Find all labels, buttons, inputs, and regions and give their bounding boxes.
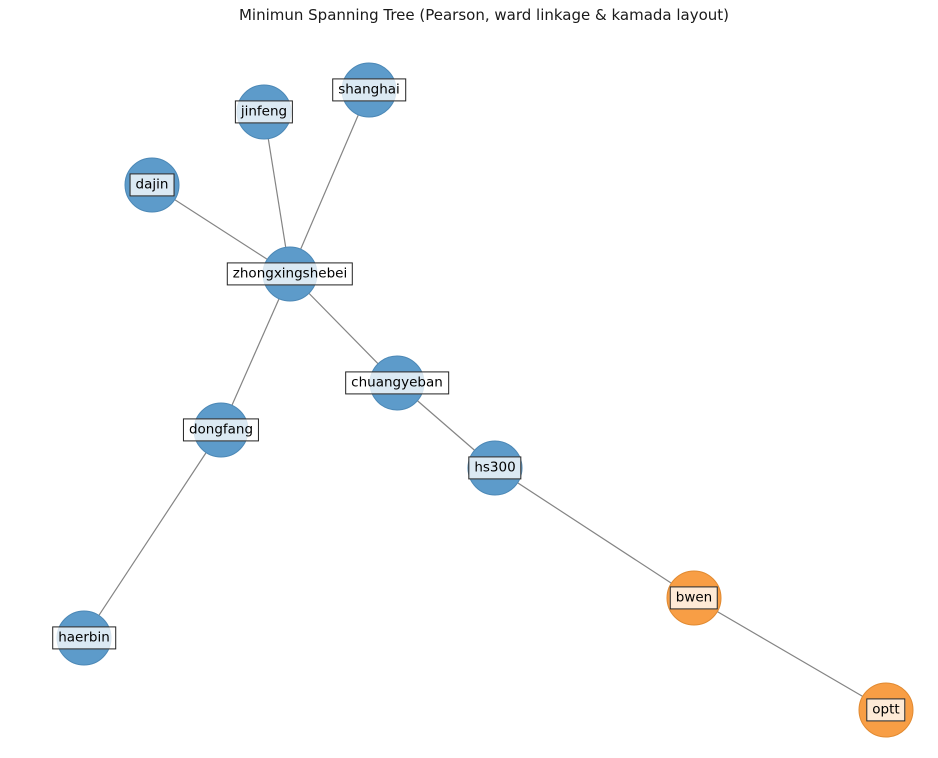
node-jinfeng xyxy=(236,84,292,140)
node-chuangyeban xyxy=(369,355,425,411)
node-bwen xyxy=(666,570,722,626)
node-zhongxingshebei xyxy=(262,246,318,302)
node-shanghai xyxy=(341,62,397,118)
node-dajin xyxy=(124,157,180,213)
edge-dongfang-haerbin xyxy=(83,429,222,639)
edge-hs300-bwen xyxy=(494,467,695,599)
node-optt xyxy=(858,682,914,738)
edge-zhongxingshebei-shanghai xyxy=(289,89,370,275)
node-hs300 xyxy=(467,440,523,496)
node-haerbin xyxy=(56,610,112,666)
edge-zhongxingshebei-dongfang xyxy=(220,273,291,431)
chart-title: Minimun Spanning Tree (Pearson, ward lin… xyxy=(238,6,730,24)
edge-bwen-optt xyxy=(693,597,887,711)
node-dongfang xyxy=(193,402,249,458)
